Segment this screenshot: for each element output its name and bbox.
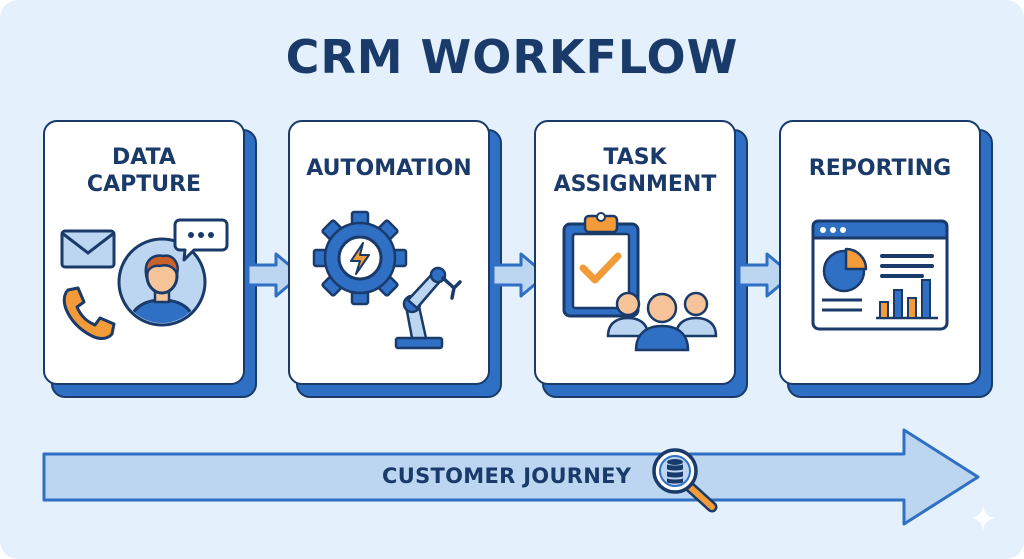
step-card-data-capture: DATA CAPTURE (43, 120, 245, 385)
envelope-icon (60, 229, 116, 269)
phone-icon (62, 286, 116, 340)
step-label-automation: AUTOMATION (306, 156, 472, 181)
step-label-data-capture: DATA CAPTURE (86, 145, 202, 197)
step-card-automation: AUTOMATION (288, 120, 490, 385)
team-icon (606, 291, 718, 352)
chat-bubble-icon (173, 218, 229, 262)
diagram-title: CRM WORKFLOW (285, 30, 739, 84)
dashboard-chart-icon (811, 219, 949, 331)
clipboard-check-icon (562, 212, 640, 318)
database-magnifier-icon (652, 448, 718, 513)
flow-arrow (491, 252, 548, 298)
sparkle-icon (970, 505, 996, 531)
step-label-task-assignment: TASK ASSIGNMENT (553, 145, 717, 197)
customer-journey-label: CUSTOMER JOURNEY (382, 464, 632, 488)
robot-arm-icon (394, 266, 462, 350)
step-label-reporting: REPORTING (808, 156, 952, 181)
gear-lightning-icon (312, 210, 408, 306)
customer-journey-arrow (42, 428, 980, 526)
